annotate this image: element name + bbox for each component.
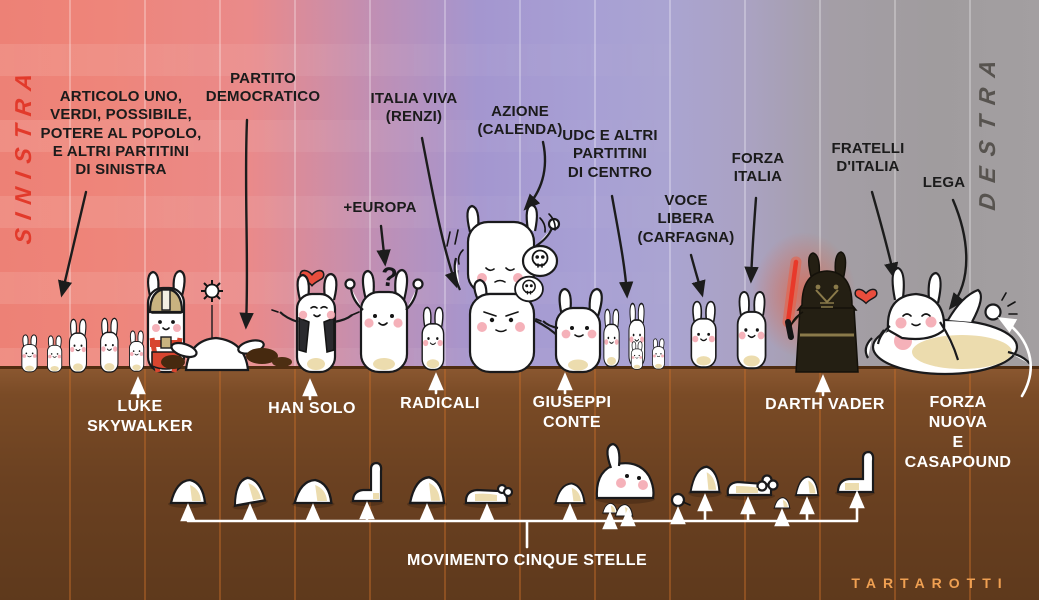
label-udc: UDC E ALTRI PARTITINI DI CENTRO — [562, 127, 658, 181]
label-lega: LEGA — [922, 174, 966, 191]
label-giuseppi-conte: GIUSEPPI CONTE — [532, 394, 612, 431]
label-movimento-cinque-stelle: MOVIMENTO CINQUE STELLE — [406, 552, 648, 569]
lightsaber-glow — [752, 232, 856, 358]
label-darth-vader: DARTH VADER — [765, 396, 885, 413]
label-fratelli-ditalia: FRATELLI D'ITALIA — [831, 140, 905, 176]
label-voce-libera: VOCE LIBERA (CARFAGNA) — [637, 192, 735, 246]
label-radicali: RADICALI — [400, 395, 480, 412]
label-piu-europa: +EUROPA — [343, 199, 417, 216]
label-partito-democratico: PARTITO DEMOCRATICO — [205, 70, 321, 106]
label-han-solo: HAN SOLO — [268, 400, 356, 417]
artist-signature: TARTAROTTI — [851, 575, 1009, 591]
label-italia-viva: ITALIA VIVA (RENZI) — [370, 90, 458, 126]
question-mark: ? — [379, 261, 399, 293]
label-azione: AZIONE (CALENDA) — [477, 103, 563, 139]
sky-guide-lines — [0, 0, 1039, 367]
label-forza-italia: FORZA ITALIA — [731, 150, 785, 186]
label-partitini-sinistra: ARTICOLO UNO, VERDI, POSSIBILE, POTERE A… — [40, 88, 202, 179]
axis-label-sinistra: SINISTRA — [10, 62, 36, 246]
axis-label-destra: DESTRA — [974, 47, 1000, 212]
label-luke-skywalker: LUKE SKYWALKER — [87, 398, 193, 435]
label-forza-nuova: FORZA NUOVA E CASAPOUND — [904, 394, 1012, 471]
